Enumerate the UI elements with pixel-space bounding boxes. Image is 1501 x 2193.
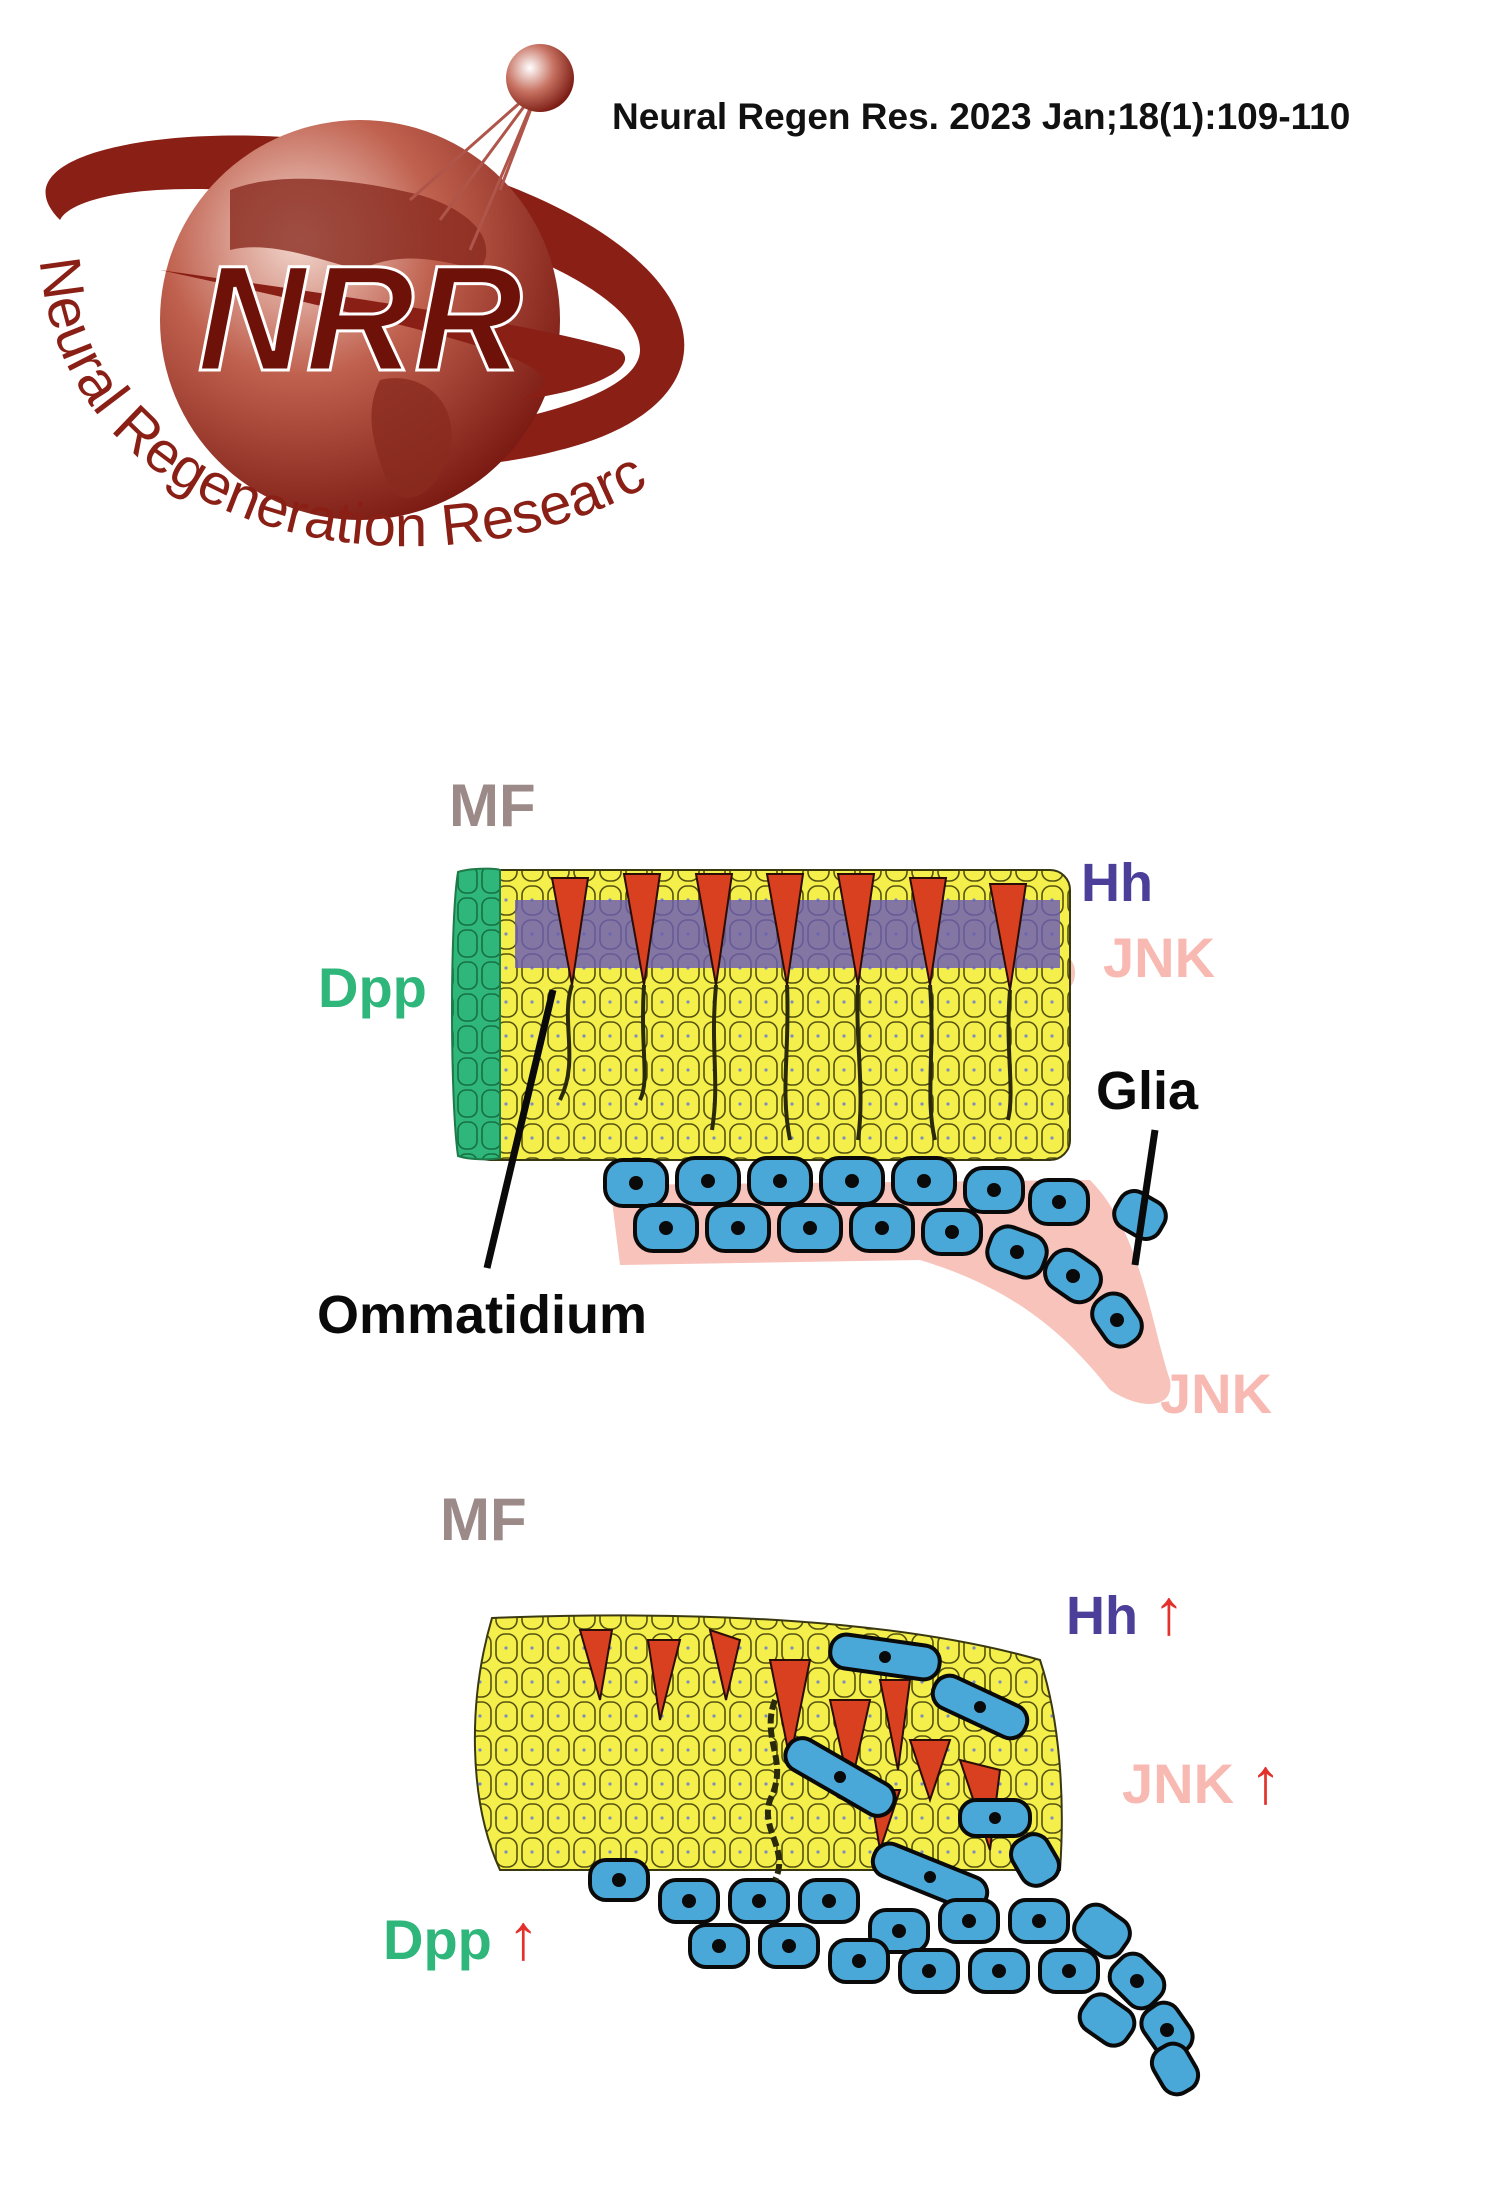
ommatidium: [908, 1739, 952, 1804]
logo-initials: NRR: [198, 234, 523, 402]
ommatidium: [828, 1699, 872, 1791]
ommatidium: [578, 1629, 614, 1701]
top-panel: [451, 867, 1171, 1404]
ommatidium-pointer: [483, 989, 557, 1269]
ommatidium: [836, 873, 876, 986]
dpp-stripe: [451, 867, 501, 1161]
glia-cell: [1072, 1902, 1132, 1960]
ommatidium: [768, 1659, 812, 1761]
label-mf-top: MF: [449, 772, 536, 839]
label-dpp-bottom: Dpp ↑: [383, 1905, 539, 1969]
glia-cell: [1009, 1832, 1061, 1888]
satellite-ball: [506, 44, 574, 112]
label-mf-bottom: MF: [440, 1486, 527, 1553]
nrr-logo: NRR Neural Regeneration Research: [0, 20, 685, 559]
label-jnk-top: JNK: [1103, 926, 1216, 989]
hh-text: Hh: [1066, 1586, 1138, 1646]
label-jnk-bottom-top-panel: JNK: [1160, 1362, 1273, 1425]
label-hh-top: Hh: [1081, 853, 1153, 913]
label-glia: Glia: [1096, 1061, 1199, 1121]
label-jnk-bottom: JNK ↑: [1122, 1749, 1282, 1813]
ommatidium: [988, 883, 1028, 991]
glia-pointer: [1131, 1129, 1159, 1266]
ommatidium: [694, 873, 734, 986]
up-arrow-icon: ↑: [1153, 1576, 1185, 1648]
bottom-panel: [473, 1614, 1201, 2097]
label-dpp-top: Dpp: [318, 956, 427, 1019]
citation: Neural Regen Res. 2023 Jan;18(1):109-110: [612, 96, 1351, 137]
ommatidium: [878, 1679, 912, 1771]
up-arrow-icon: ↑: [507, 1901, 540, 1973]
glia-cells-bottom: [588, 1632, 1201, 2097]
ommatidia-row-top: [550, 873, 1028, 991]
orbit-ring-front: [160, 270, 626, 400]
ommatidium: [708, 1628, 742, 1701]
ommatidium: [765, 873, 805, 986]
ommatidium: [908, 877, 948, 986]
jnk-text: JNK: [1122, 1752, 1235, 1815]
axon-bottom: [765, 1698, 783, 1882]
axons-top: [558, 984, 1013, 1141]
continent-shape: [371, 378, 452, 498]
dpp-text: Dpp: [383, 1908, 492, 1971]
ommatidium: [550, 877, 590, 986]
label-hh-bottom: Hh ↑: [1066, 1580, 1185, 1644]
glia-cell: [1149, 2041, 1201, 2097]
up-arrow-icon: ↑: [1249, 1745, 1282, 1817]
glia-cell: [1077, 1992, 1137, 2048]
glia-nuclei-top: [629, 1174, 1124, 1327]
label-ommatidium: Ommatidium: [317, 1285, 648, 1345]
glia-nuclei-bottom: [612, 1651, 1174, 2037]
ommatidium: [646, 1639, 682, 1721]
continent-shape: [230, 178, 487, 270]
ommatidium: [622, 873, 662, 986]
